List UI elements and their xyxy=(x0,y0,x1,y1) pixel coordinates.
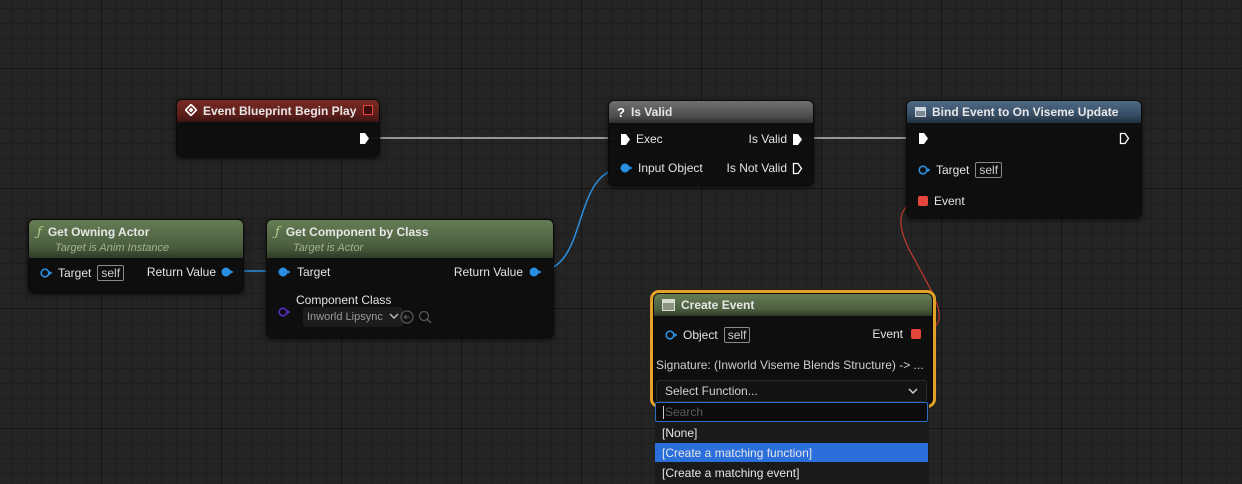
exec-pin-icon xyxy=(792,133,803,146)
event-diamond-icon xyxy=(184,102,198,119)
is-not-valid-out-pin[interactable]: Is Not Valid xyxy=(727,161,803,175)
pin-label: Object xyxy=(683,328,718,342)
select-function-label: Select Function... xyxy=(665,384,758,398)
dropdown-option-none[interactable]: [None] xyxy=(655,423,928,442)
pin-label: Event xyxy=(872,327,903,341)
return-value-pin[interactable]: Return Value xyxy=(454,265,542,279)
target-pin[interactable]: Target xyxy=(278,265,330,279)
event-out-pin[interactable]: Event xyxy=(872,327,921,341)
class-pin-icon[interactable] xyxy=(278,307,291,317)
node-header: ? Is Valid xyxy=(609,101,813,123)
exec-out-pin[interactable] xyxy=(1119,132,1130,145)
option-label: [None] xyxy=(662,425,698,440)
exec-out-pin[interactable] xyxy=(359,132,370,145)
dropdown-search-input[interactable]: Search xyxy=(655,402,928,422)
function-icon: ƒ xyxy=(37,224,42,240)
question-mark-icon: ? xyxy=(617,104,625,120)
pin-label: Return Value xyxy=(146,265,216,279)
node-title: Get Owning Actor xyxy=(47,225,150,239)
browse-search-icon[interactable] xyxy=(418,310,432,329)
pin-label: Input Object xyxy=(638,161,703,175)
target-default-self[interactable]: self xyxy=(97,265,125,281)
exec-pin-hollow-icon xyxy=(1119,132,1130,145)
delegate-square-icon[interactable] xyxy=(363,105,373,115)
is-valid-out-pin[interactable]: Is Valid xyxy=(749,132,803,146)
dropdown-option-create-function[interactable]: [Create a matching function] xyxy=(655,443,928,462)
delegate-window-icon xyxy=(662,299,675,311)
pin-label: Target xyxy=(936,163,970,177)
node-subtitle: Target is Actor xyxy=(293,241,364,254)
exec-pin-icon xyxy=(359,132,370,145)
node-header: ƒ Get Component by Class Target is Actor xyxy=(267,220,553,258)
use-selected-asset-icon[interactable] xyxy=(400,310,414,329)
function-dropdown: Search [None] [Create a matching functio… xyxy=(655,402,929,484)
object-pin[interactable]: Object self xyxy=(665,327,751,343)
object-pin-icon xyxy=(278,267,291,277)
chevron-down-icon xyxy=(908,384,918,398)
object-pin-icon xyxy=(529,267,542,277)
node-get-owning-actor[interactable]: ƒ Get Owning Actor Target is Anim Instan… xyxy=(28,219,244,293)
node-title: Event Blueprint Begin Play xyxy=(203,104,357,118)
node-title: Get Component by Class xyxy=(285,225,429,239)
target-pin[interactable]: Target self xyxy=(918,162,1003,178)
object-default-self[interactable]: self xyxy=(723,327,751,343)
exec-in-pin[interactable] xyxy=(918,132,929,145)
node-title: Bind Event to On Viseme Update xyxy=(932,105,1119,119)
target-default-self[interactable]: self xyxy=(975,162,1003,178)
node-header: ƒ Get Owning Actor Target is Anim Instan… xyxy=(29,220,243,258)
function-icon: ƒ xyxy=(275,224,280,240)
exec-pin-hollow-icon xyxy=(792,162,803,175)
component-class-value: Inworld Lipsync xyxy=(307,311,383,323)
node-is-valid[interactable]: ? Is Valid Exec Is Valid Input Object Is… xyxy=(608,100,814,186)
delegate-pin-icon xyxy=(918,196,928,206)
chevron-down-icon xyxy=(389,311,399,323)
text-caret xyxy=(663,405,664,419)
search-placeholder: Search xyxy=(665,405,704,419)
node-header: Bind Event to On Viseme Update xyxy=(907,101,1141,123)
node-header: Create Event xyxy=(654,294,932,316)
input-object-pin[interactable]: Input Object xyxy=(620,161,703,175)
object-pin-hollow-icon xyxy=(40,268,53,278)
delegate-window-icon xyxy=(915,107,926,117)
node-bind-event[interactable]: Bind Event to On Viseme Update Target se… xyxy=(906,100,1142,218)
node-get-component-by-class[interactable]: ƒ Get Component by Class Target is Actor… xyxy=(266,219,554,338)
object-pin-icon xyxy=(221,267,234,277)
pin-label: Is Not Valid xyxy=(726,161,787,175)
pin-label: Event xyxy=(934,194,965,208)
pin-label: Return Value xyxy=(453,265,523,279)
node-title: Create Event xyxy=(681,298,755,312)
node-event-begin-play[interactable]: Event Blueprint Begin Play xyxy=(176,99,380,157)
component-class-label: Component Class xyxy=(296,293,391,307)
exec-in-pin[interactable]: Exec xyxy=(620,132,663,146)
select-function-combo[interactable]: Select Function... xyxy=(656,380,927,402)
object-pin-hollow-icon xyxy=(918,165,931,175)
pin-label: Target xyxy=(58,266,92,280)
event-pin[interactable]: Event xyxy=(918,194,965,208)
dropdown-option-create-event[interactable]: [Create a matching event] xyxy=(655,463,928,482)
component-class-select[interactable]: Inworld Lipsync xyxy=(303,307,403,327)
node-title: Is Valid xyxy=(630,105,673,119)
delegate-pin-icon xyxy=(911,329,921,339)
node-create-event[interactable]: Create Event Object self Event Signature… xyxy=(650,290,936,408)
pin-label: Component Class xyxy=(296,293,392,307)
target-pin[interactable]: Target self xyxy=(40,265,125,281)
object-pin-hollow-icon xyxy=(665,330,678,340)
option-label: [Create a matching function] xyxy=(662,445,813,460)
exec-pin-icon xyxy=(918,132,929,145)
signature-text: Signature: (Inworld Viseme Blends Struct… xyxy=(656,358,924,372)
node-subtitle: Target is Anim Instance xyxy=(55,241,170,254)
pin-label: Target xyxy=(297,265,331,279)
exec-pin-icon xyxy=(620,133,631,146)
pin-label: Is Valid xyxy=(748,132,787,146)
node-header: Event Blueprint Begin Play xyxy=(177,100,379,122)
object-pin-icon xyxy=(620,163,633,173)
option-label: [Create a matching event] xyxy=(662,465,800,480)
pin-label: Exec xyxy=(636,132,663,146)
return-value-pin[interactable]: Return Value xyxy=(147,265,234,279)
